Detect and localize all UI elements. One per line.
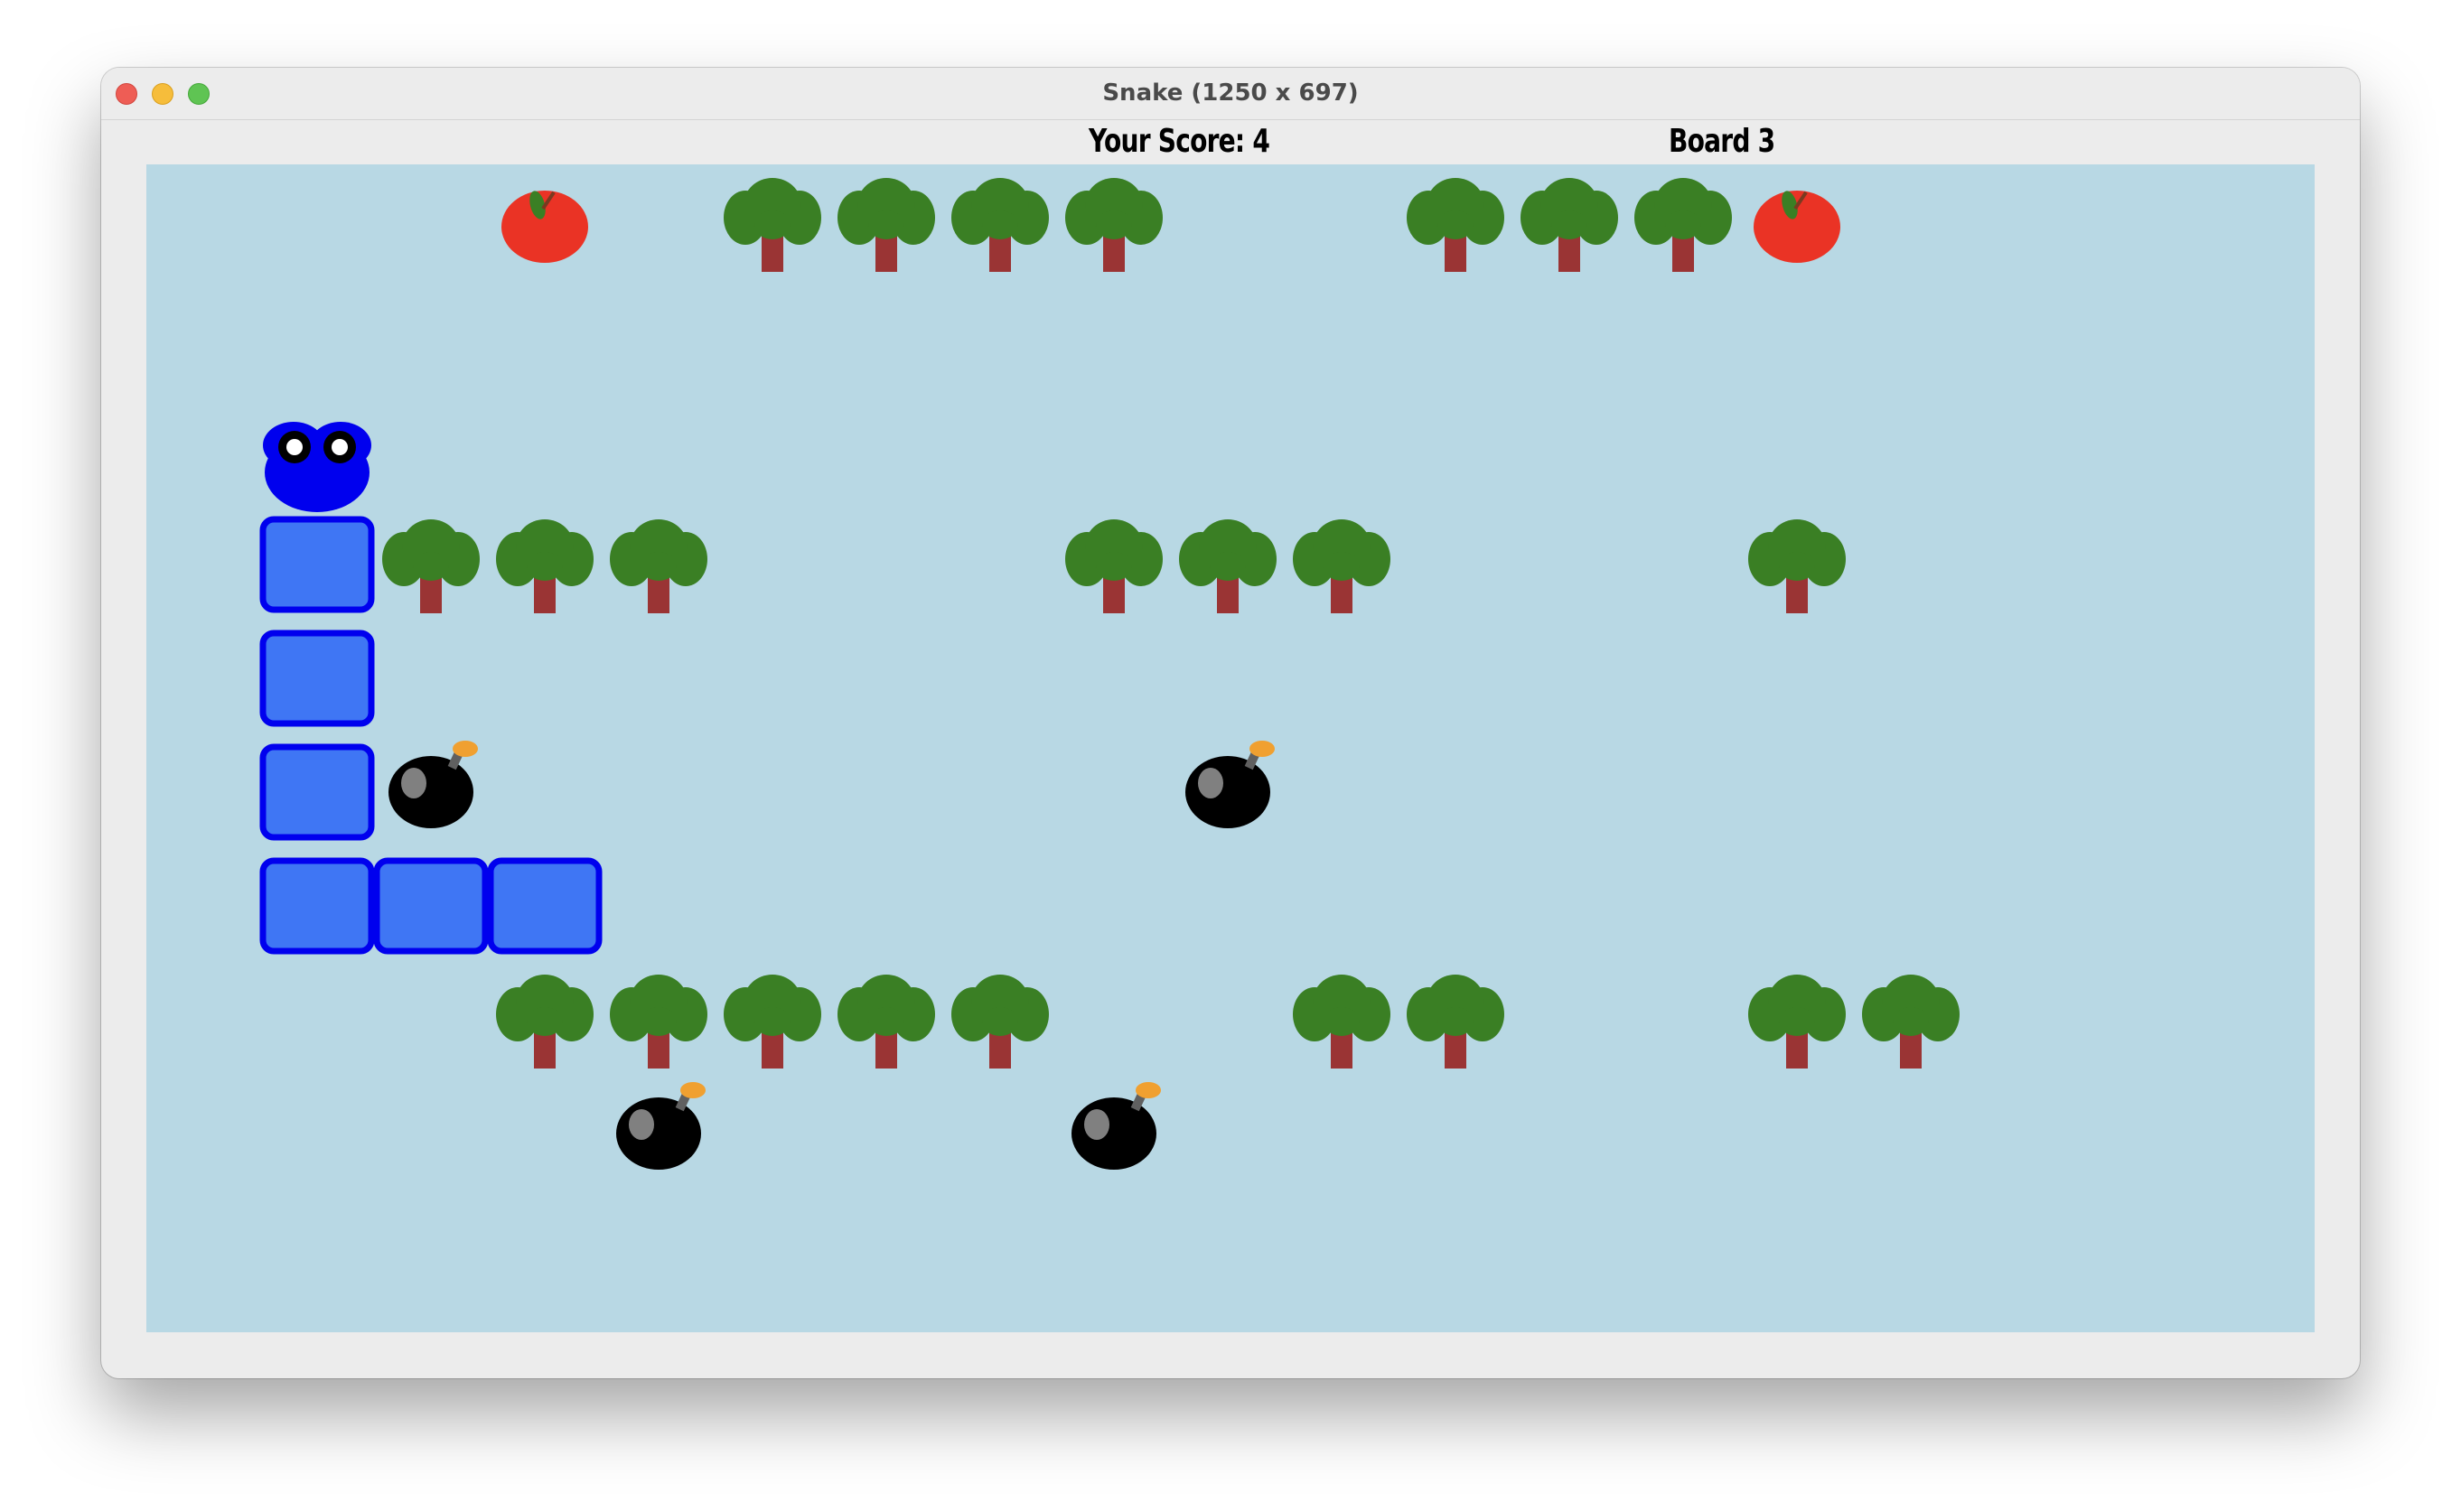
tree-obstacle <box>951 178 1049 272</box>
tree-obstacle <box>382 519 480 613</box>
tree-obstacle <box>1748 519 1846 613</box>
tree-obstacle <box>1065 178 1163 272</box>
bomb-hazard <box>388 741 478 828</box>
apple-food <box>1754 191 1840 263</box>
tree-obstacle <box>1862 975 1960 1069</box>
close-button[interactable] <box>116 83 137 105</box>
tree-obstacle <box>1293 975 1390 1069</box>
snake-body-segment <box>259 743 375 841</box>
zoom-button[interactable] <box>188 83 210 105</box>
tree-obstacle <box>610 975 707 1069</box>
tree-obstacle <box>724 975 821 1069</box>
title-bar[interactable]: Snake (1250 x 697) <box>101 68 2360 120</box>
tree-obstacle <box>496 975 594 1069</box>
snake-body-segment <box>259 516 375 613</box>
score-label: Your Score: 4 <box>1089 123 1270 160</box>
tree-obstacle <box>837 975 935 1069</box>
game-board-canvas <box>259 178 1960 1170</box>
tree-obstacle <box>1748 975 1846 1069</box>
tree-obstacle <box>1065 519 1163 613</box>
tree-obstacle <box>1179 519 1277 613</box>
snake-head <box>263 422 371 512</box>
tree-obstacle <box>610 519 707 613</box>
board-level-label: Board 3 <box>1669 123 1775 160</box>
window-title: Snake (1250 x 697) <box>1102 79 1359 107</box>
snake-body-segment <box>373 857 489 955</box>
tree-obstacle <box>1407 975 1504 1069</box>
tree-obstacle <box>1293 519 1390 613</box>
bomb-hazard <box>616 1082 706 1170</box>
tree-obstacle <box>496 519 594 613</box>
game-window: Snake (1250 x 697) Your Score: 4 Board 3 <box>101 68 2360 1378</box>
snake-body-segment <box>259 857 375 955</box>
bomb-hazard <box>1071 1082 1161 1170</box>
tree-obstacle <box>724 178 821 272</box>
snake-body-segment <box>259 630 375 727</box>
tree-obstacle <box>1521 178 1618 272</box>
game-board[interactable] <box>146 164 2315 1332</box>
snake-body-segment <box>487 857 603 955</box>
tree-obstacle <box>951 975 1049 1069</box>
minimize-button[interactable] <box>152 83 173 105</box>
tree-obstacle <box>1407 178 1504 272</box>
apple-food <box>501 191 588 263</box>
tree-obstacle <box>837 178 935 272</box>
tree-obstacle <box>1634 178 1732 272</box>
bomb-hazard <box>1185 741 1275 828</box>
